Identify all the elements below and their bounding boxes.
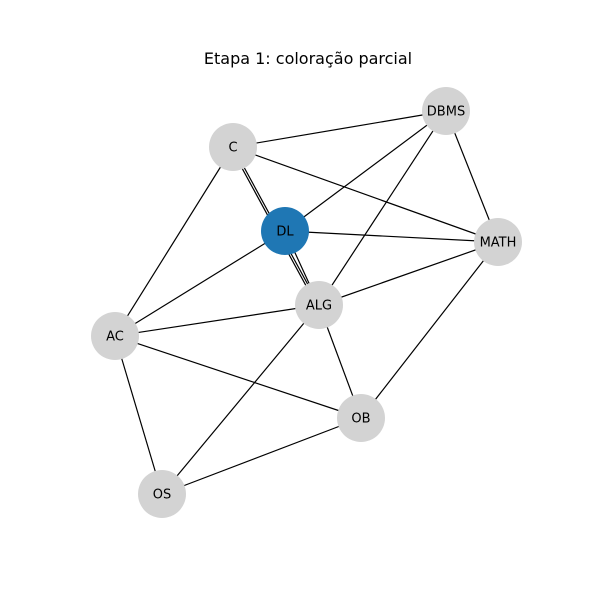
node-label-c: C — [228, 141, 237, 156]
edge-dl-math — [284, 230, 499, 243]
node-circle-dl — [261, 207, 309, 255]
node-circle-alg — [295, 281, 343, 329]
node-os: OS — [138, 470, 186, 518]
node-c: C — [209, 123, 257, 171]
node-circle-dbms — [422, 87, 470, 135]
node-circle-ac — [91, 312, 139, 360]
node-circle-os — [138, 470, 186, 518]
edge-c-ac — [114, 146, 234, 337]
node-circle-ob — [337, 394, 385, 442]
node-circle-c — [209, 123, 257, 171]
node-label-dl: DL — [276, 225, 294, 240]
edge-alg-ac — [114, 304, 320, 337]
node-label-math: MATH — [480, 236, 517, 251]
edge-ac-os — [114, 335, 163, 495]
edge-c-dbms — [232, 110, 447, 148]
node-ob: OB — [337, 394, 385, 442]
nodes-layer: C DBMS DL MATH ALG AC OB OS — [91, 87, 522, 518]
edge-dbms-dl — [284, 110, 447, 232]
graph-title: Etapa 1: coloração parcial — [204, 49, 412, 68]
node-label-ac: AC — [106, 330, 124, 345]
node-label-dbms: DBMS — [427, 105, 465, 120]
edges-layer — [114, 110, 499, 495]
edge-dl-ac — [114, 230, 286, 337]
node-label-alg: ALG — [306, 299, 332, 314]
edge-math-ob — [360, 241, 499, 419]
node-circle-math — [474, 218, 522, 266]
node-ac: AC — [91, 312, 139, 360]
edge-dbms-alg — [318, 110, 447, 306]
node-dl: DL — [261, 207, 309, 255]
edge-c-math — [232, 146, 499, 243]
edge-alg-os — [161, 304, 320, 495]
edge-ob-os — [161, 417, 362, 495]
node-label-ob: OB — [351, 412, 370, 427]
node-math: MATH — [474, 218, 522, 266]
node-label-os: OS — [153, 488, 171, 503]
edge-math-alg — [318, 241, 499, 306]
edge-ac-ob — [114, 335, 362, 419]
node-alg: ALG — [295, 281, 343, 329]
node-dbms: DBMS — [422, 87, 470, 135]
